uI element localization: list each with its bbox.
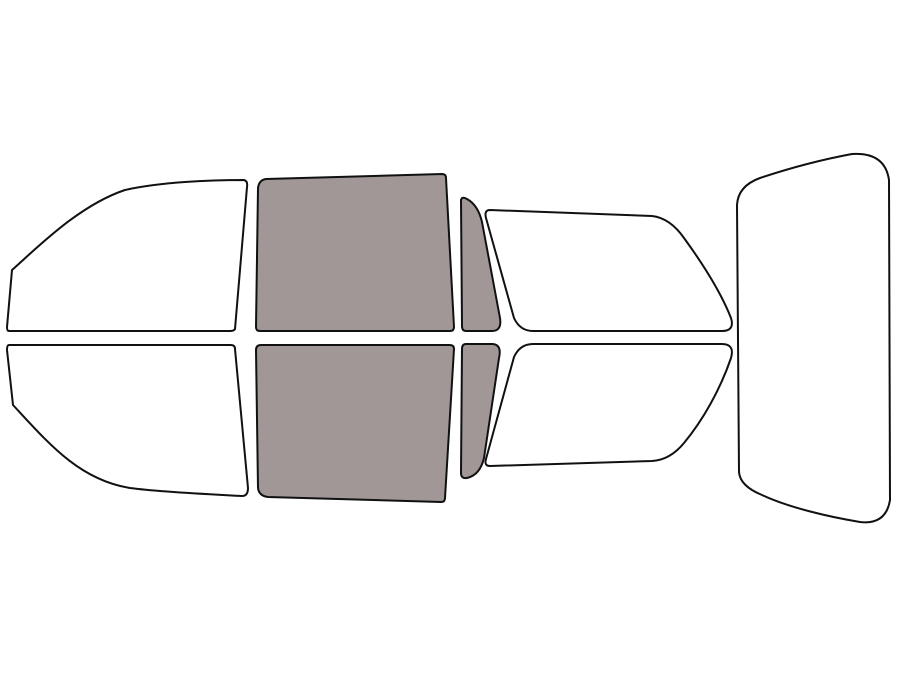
front-windshield-lower-half[interactable]	[6, 344, 249, 497]
front-door-window-upper[interactable]	[255, 173, 455, 332]
vent-quarter-window-upper[interactable]	[460, 196, 502, 332]
rear-door-window-lower[interactable]	[484, 343, 733, 467]
front-windshield-upper-half[interactable]	[6, 179, 249, 332]
vent-quarter-window-lower[interactable]	[460, 343, 501, 480]
front-door-window-lower[interactable]	[255, 344, 455, 503]
rear-window[interactable]	[736, 152, 891, 524]
rear-door-window-upper[interactable]	[484, 209, 733, 332]
